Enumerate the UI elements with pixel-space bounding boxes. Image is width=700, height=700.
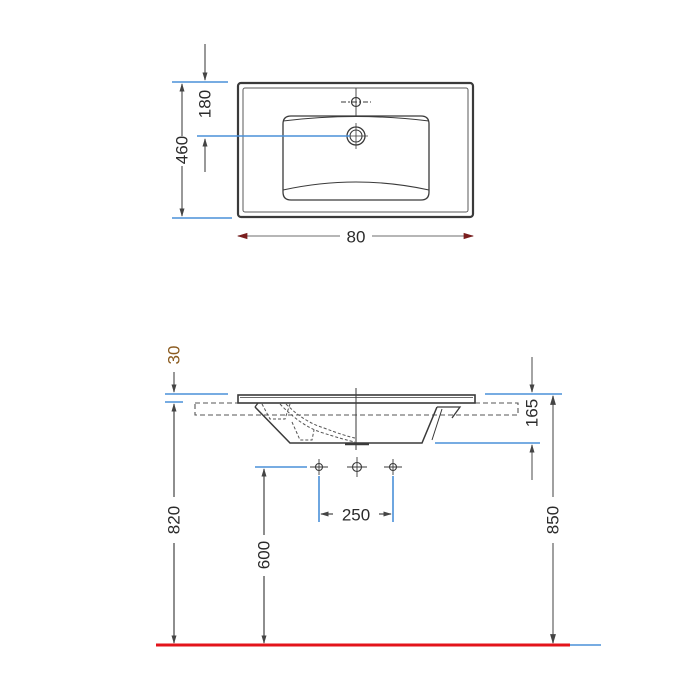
bowl-profile	[254, 388, 462, 450]
supply-point-right-icon	[384, 459, 402, 475]
depth-label: 460	[173, 136, 192, 164]
dimension-width: 80	[236, 228, 475, 247]
supply-height-label: 600	[255, 541, 274, 569]
top-view: 460 180 80	[172, 44, 475, 247]
basin-outline	[236, 81, 475, 219]
dimension-tap-spacing: 250	[320, 506, 392, 525]
dimension-drain-offset: 180	[196, 44, 215, 172]
dimension-depth: 460	[173, 83, 192, 217]
bowl-depth-label: 165	[523, 399, 542, 427]
dimension-bowl-depth: 165	[523, 357, 542, 480]
width-label: 80	[347, 228, 366, 247]
height-left-label: 820	[165, 506, 184, 534]
supply-point-center-icon	[347, 457, 367, 477]
supply-point-left-icon	[310, 459, 328, 475]
dimension-slab-thickness: 30	[165, 346, 184, 393]
drain-offset-label: 180	[196, 90, 215, 118]
tap-spacing-label: 250	[342, 506, 370, 525]
tap-hole-icon	[341, 88, 371, 116]
bowl-outline	[282, 115, 430, 201]
height-right-label: 850	[544, 506, 563, 534]
dimension-height-left: 820	[165, 403, 184, 644]
dimension-height-right: 850	[544, 395, 563, 644]
side-view: 30 820 600 250 165 8	[156, 346, 601, 647]
dimension-supply-height: 600	[255, 468, 274, 644]
slab-thickness-label: 30	[165, 346, 184, 365]
